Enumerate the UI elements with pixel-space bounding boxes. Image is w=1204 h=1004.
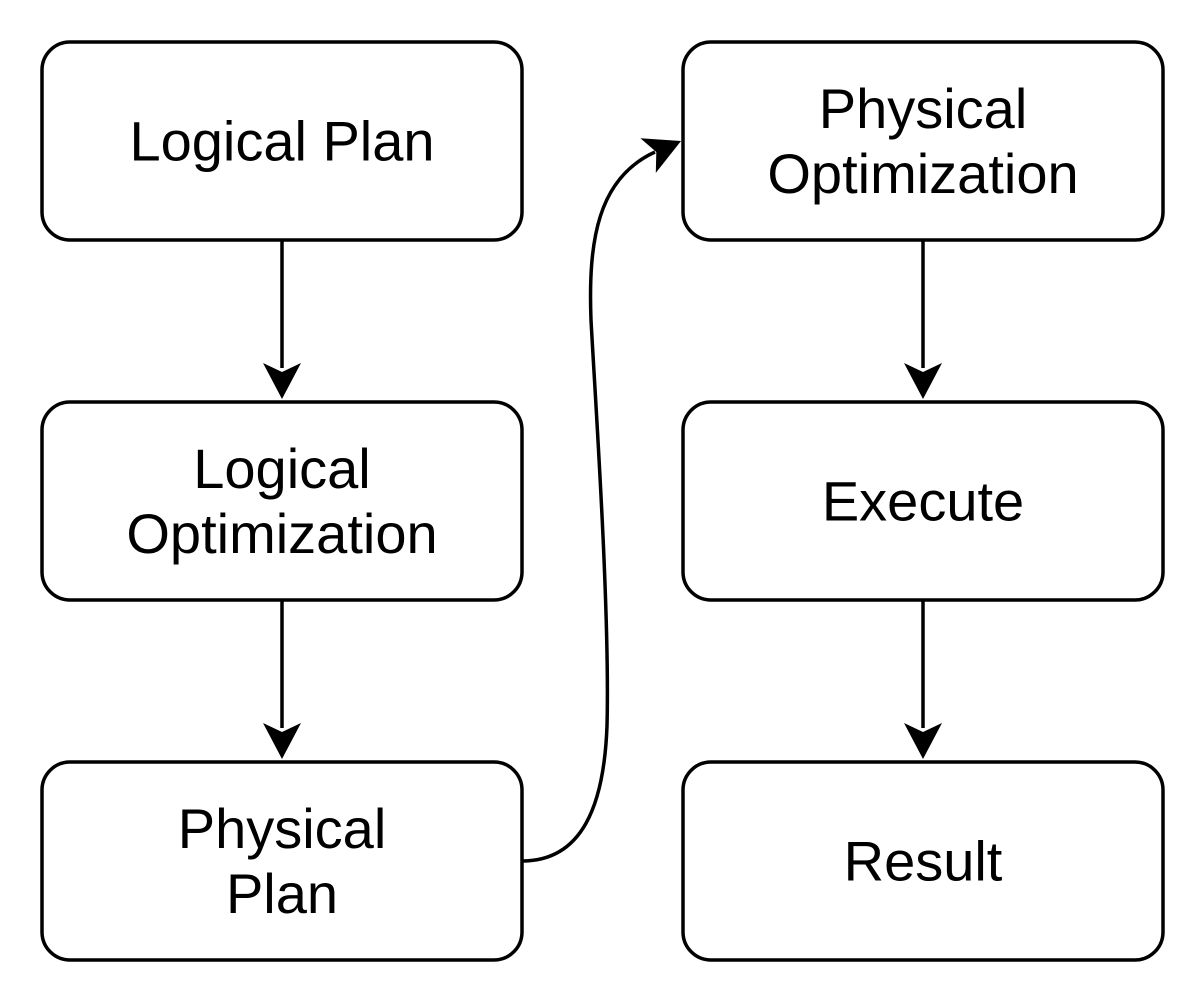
arrowhead-down-icon (904, 363, 942, 399)
node-label-line2: Plan (226, 862, 338, 925)
node-box (681, 400, 1165, 602)
node-label: Logical Plan (129, 110, 434, 173)
edge-physical-plan-to-physical-optimization (521, 138, 681, 863)
node-box (681, 760, 1165, 962)
node-logical-optimization: Logical Optimization (40, 400, 524, 602)
node-physical-optimization: Physical Optimization (681, 40, 1165, 242)
arrowhead-down-icon (904, 723, 942, 759)
node-label: Execute (822, 470, 1024, 533)
edge-execute-to-result (904, 601, 942, 759)
node-label-line1: Physical (819, 77, 1028, 140)
node-box (40, 40, 524, 242)
edge-logical-optimization-to-physical-plan (263, 601, 301, 759)
edge-physical-optimization-to-execute (904, 241, 942, 399)
edge-curve (521, 150, 656, 863)
node-execute: Execute (681, 400, 1165, 602)
node-label-line1: Logical (193, 437, 370, 500)
node-box (40, 760, 524, 962)
node-label: Result (844, 830, 1003, 893)
node-logical-plan: Logical Plan (40, 40, 524, 242)
arrowhead-right-icon (640, 138, 681, 173)
arrowhead-down-icon (263, 363, 301, 399)
node-box (40, 400, 524, 602)
node-physical-plan: Physical Plan (40, 760, 524, 962)
edge-logical-plan-to-logical-optimization (263, 241, 301, 399)
node-label-line2: Optimization (126, 502, 437, 565)
arrowhead-down-icon (263, 723, 301, 759)
node-result: Result (681, 760, 1165, 962)
node-label-line1: Physical (178, 797, 387, 860)
node-label-line2: Optimization (767, 142, 1078, 205)
node-box (681, 40, 1165, 242)
